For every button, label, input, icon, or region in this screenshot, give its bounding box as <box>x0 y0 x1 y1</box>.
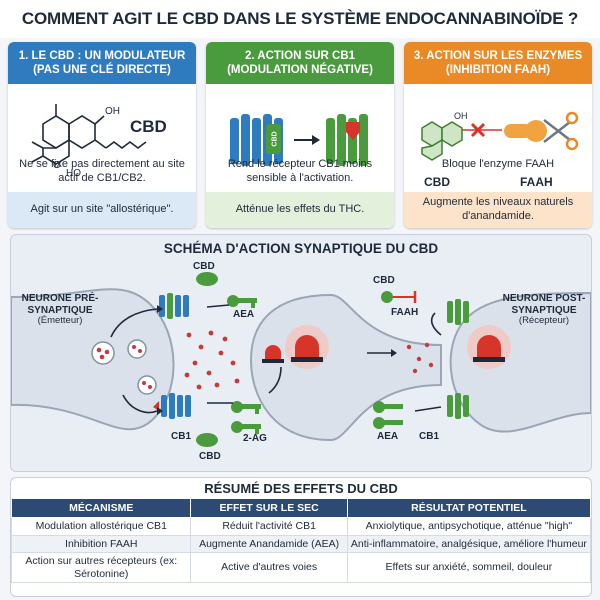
column-header-effect: EFFET SUR LE SEC <box>190 498 348 518</box>
table-cell: Anxiolytique, antipsychotique, atténue "… <box>346 517 591 536</box>
card-modulator: 1. LE CBD : UN MODULATEUR (PAS UNE CLÉ D… <box>8 42 196 228</box>
card-faah-description: Bloque l'enzyme FAAH <box>441 158 555 170</box>
receptor-cbd-tag: CBD <box>272 131 279 146</box>
label-cb1-bottom: CB1 <box>171 431 192 442</box>
alarm-icon <box>467 325 511 369</box>
summary-title: RÉSUMÉ DES EFFETS DU CBD <box>204 481 398 496</box>
aea-key-icon <box>373 417 403 429</box>
two-ag-key-icon <box>231 401 261 414</box>
green-receptor-icon <box>326 114 368 166</box>
table-cell: Augmente Anandamide (AEA) <box>190 534 348 554</box>
card-modulator-title-line2: (PAS UNE CLÉ DIRECTE) <box>33 64 171 76</box>
cbd-molecule-label: CBD <box>130 117 167 136</box>
pre-synaptic-title: NEURONE PRÉ-SYNAPTIQUE <box>21 293 99 316</box>
card-faah-title-line2: (INHIBITION FAAH) <box>445 64 551 76</box>
cb1-receptor-right-icon <box>447 299 469 419</box>
card-faah-title-line1: 3. ACTION SUR LES ENZYMES <box>413 49 583 62</box>
aea-key-icon <box>373 401 403 413</box>
vesicle-icon <box>91 341 115 365</box>
card-faah: 3. ACTION SUR LES ENZYMES (INHIBITION FA… <box>404 42 592 228</box>
card-cb1-header: 2. ACTION SUR CB1 (MODULATION NÉGATIVE) <box>206 42 394 84</box>
post-synaptic-subtitle: (Récepteur) <box>518 315 570 326</box>
title-bar: COMMENT AGIT LE CBD DANS LE SYSTÈME ENDO… <box>0 0 600 38</box>
vesicle-icon <box>137 375 157 395</box>
label-2ag: 2-AG <box>243 433 267 444</box>
cbd-blob-icon <box>196 433 218 447</box>
synapse-panel: SCHÉMA D'ACTION SYNAPTIQUE DU CBD <box>10 234 592 472</box>
post-synaptic-label: NEURONE POST-SYNAPTIQUE (Récepteur) <box>499 293 589 327</box>
table-cell: Active d'autres voies <box>190 552 348 584</box>
table-row: Modulation allostérique CB1 Réduit l'act… <box>11 517 591 536</box>
cb1-receptor-bottom-icon <box>153 393 191 419</box>
card-cb1-footer: Atténue les effets du THC. <box>206 192 394 228</box>
pre-synaptic-subtitle: (Émetteur) <box>37 315 83 326</box>
card-cb1-title-line1: 2. ACTION SUR CB1 <box>244 49 356 62</box>
label-cbd-right: CBD <box>373 275 395 286</box>
table-cell: Effets sur anxiété, sommeil, douleur <box>346 552 591 584</box>
card-cb1-title-line2: (MODULATION NÉGATIVE) <box>227 64 373 76</box>
alarm-icon <box>285 325 329 369</box>
table-cell: Réduit l'activité CB1 <box>190 517 348 536</box>
atom-ho-label: HO <box>66 168 81 179</box>
column-header-result: RÉSULTAT POTENTIEL <box>346 498 591 518</box>
vesicle-icon <box>127 339 147 359</box>
table-cell: Inhibition FAAH <box>11 534 192 554</box>
label-cb1-right: CB1 <box>419 431 440 442</box>
card-modulator-footer: Agit sur un site "allostérique". <box>8 192 196 228</box>
flow-arrows <box>110 304 442 414</box>
faah-enzyme-icon <box>504 120 547 142</box>
alarm-icon <box>262 345 284 363</box>
atom-oh-small-label: OH <box>454 111 468 121</box>
cbd-blob-icon <box>196 272 218 286</box>
summary-table: MÉCANISME EFFET SUR LE SEC RÉSULTAT POTE… <box>11 498 591 584</box>
card-faah-cbd-label: CBD <box>424 175 450 189</box>
label-aea-mid: AEA <box>233 309 255 320</box>
card-modulator-title-line1: 1. LE CBD : UN MODULATEUR <box>18 49 186 62</box>
aea-key-icon <box>227 295 257 308</box>
card-cb1: 2. ACTION SUR CB1 (MODULATION NÉGATIVE) … <box>206 42 394 228</box>
card-faah-body: OH CBD FAAH <box>404 84 592 192</box>
summary-header-row: MÉCANISME EFFET SUR LE SEC RÉSULTAT POTE… <box>11 498 591 518</box>
label-aea-right: AEA <box>377 431 399 442</box>
two-ag-key-icon <box>231 421 261 434</box>
arrow-right-icon <box>294 135 320 145</box>
pre-synaptic-neuron-shape <box>11 288 175 431</box>
table-cell: Anti-inflammatoire, analgésique, amélior… <box>346 534 591 554</box>
label-faah-right: FAAH <box>391 307 419 318</box>
synapse-diagram <box>11 272 591 447</box>
card-modulator-body: OH HO O CBD <box>8 84 196 192</box>
page-title: COMMENT AGIT LE CBD DANS LE SYSTÈME ENDO… <box>21 9 579 28</box>
post-synaptic-title: NEURONE POST-SYNAPTIQUE <box>502 293 586 316</box>
label-cbd-bottom: CBD <box>199 451 221 462</box>
label-cbd-top: CBD <box>193 261 215 272</box>
summary-panel: RÉSUMÉ DES EFFETS DU CBD MÉCANISME EFFET… <box>10 477 592 597</box>
card-cb1-description: Rend le récepteur CB1 moins sensible à l… <box>227 158 373 185</box>
faah-inhibition-icon: OH CBD FAAH <box>421 111 579 189</box>
card-faah-header: 3. ACTION SUR LES ENZYMES (INHIBITION FA… <box>404 42 592 84</box>
pre-synaptic-label: NEURONE PRÉ-SYNAPTIQUE (Émetteur) <box>15 293 105 327</box>
neurotransmitter-dots <box>184 330 434 390</box>
table-row: Action sur autres récepteurs (ex: Séroto… <box>11 552 591 584</box>
card-faah-footer: Augmente les niveaux naturels d'anandami… <box>404 192 592 228</box>
card-faah-enzyme-label: FAAH <box>520 175 553 189</box>
receptor-modulation-icon: CBD <box>230 114 368 166</box>
card-cb1-body: CBD <box>206 84 394 192</box>
card-modulator-header: 1. LE CBD : UN MODULATEUR (PAS UNE CLÉ D… <box>8 42 196 84</box>
table-cell: Action sur autres récepteurs (ex: Séroto… <box>11 552 192 584</box>
blue-receptor-icon <box>230 114 283 166</box>
atom-oh-label: OH <box>105 106 120 117</box>
table-cell: Modulation allostérique CB1 <box>11 517 192 536</box>
cb1-receptor-top-icon <box>159 293 189 319</box>
column-header-mechanism: MÉCANISME <box>11 498 192 518</box>
cbd-faah-inhibit-icon <box>381 291 417 303</box>
cbd-molecule-small-icon <box>421 121 463 161</box>
cbd-molecule-icon: OH HO O CBD <box>31 104 167 179</box>
synapse-title: SCHÉMA D'ACTION SYNAPTIQUE DU CBD <box>163 241 439 256</box>
scissors-icon <box>543 111 579 151</box>
card-modulator-description: Ne se fixe pas directement au site actif… <box>19 158 185 185</box>
table-row: Inhibition FAAH Augmente Anandamide (AEA… <box>11 534 591 554</box>
atom-o-label: O <box>53 160 61 171</box>
arrowheads <box>157 305 397 415</box>
